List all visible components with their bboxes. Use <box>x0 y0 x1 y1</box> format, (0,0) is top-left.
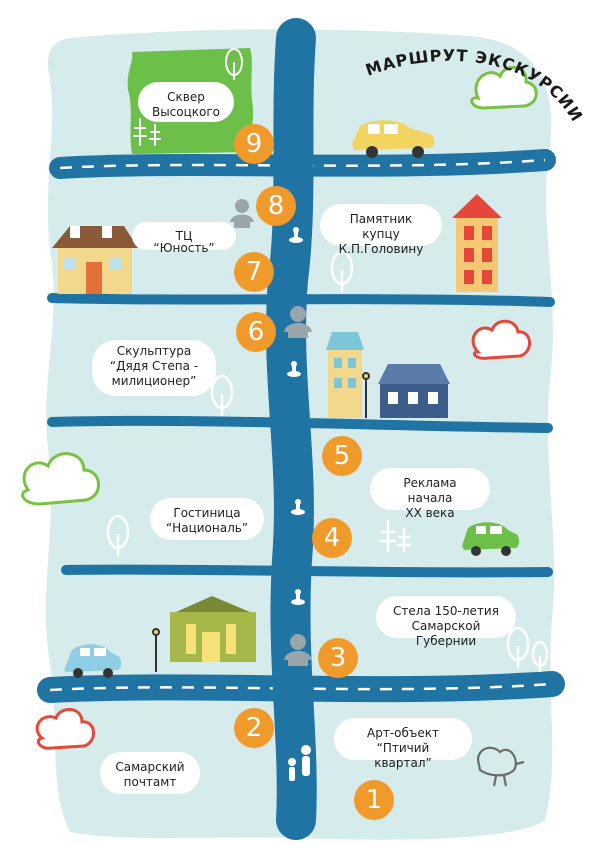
tree-icon <box>506 626 530 668</box>
fountain-icon <box>291 499 305 515</box>
stop-marker-4[interactable]: 4 <box>312 518 352 558</box>
tree-icon <box>397 528 411 552</box>
map-title: МАРШРУТ ЭКСКУРСИИ <box>363 46 587 125</box>
tree-icon <box>330 250 354 292</box>
car-icon <box>462 522 519 556</box>
svg-text:МАРШРУТ ЭКСКУРСИИ: МАРШРУТ ЭКСКУРСИИ <box>363 46 587 125</box>
stop-4-label: Гостиница“Националь” <box>150 498 264 540</box>
tree-icon <box>380 520 396 552</box>
fountain-icon <box>287 361 301 377</box>
tree-icon <box>210 374 234 416</box>
stop-marker-2[interactable]: 2 <box>234 708 274 748</box>
tree-icon <box>149 124 161 146</box>
house-icon <box>170 596 256 662</box>
tree-icon <box>531 640 549 672</box>
tree-icon <box>225 48 243 80</box>
stop-marker-7[interactable]: 7 <box>234 252 274 292</box>
cloud-icon <box>471 319 531 360</box>
stop-7-label: ТЦ “Юность” <box>132 222 236 254</box>
house-icon <box>326 332 364 418</box>
street-lamp-icon <box>152 628 160 672</box>
park-trees <box>133 48 243 146</box>
stop-marker-5[interactable]: 5 <box>322 436 362 476</box>
cloud-icon <box>470 66 538 110</box>
stop-marker-6[interactable]: 6 <box>236 312 276 352</box>
house-icon <box>452 194 502 292</box>
cloud-icon <box>21 452 100 506</box>
stop-1-label: Арт-объект“Птичий квартал” <box>334 718 472 770</box>
bust-monument-icon <box>284 306 312 338</box>
bust-monument-icon <box>230 199 254 228</box>
stop-6-label: Скульптура“Дядя Степа -милиционер” <box>92 340 216 396</box>
house-icon <box>52 226 138 294</box>
stop-marker-3[interactable]: 3 <box>318 638 358 678</box>
house-icon <box>378 364 450 418</box>
pedestrians-icon <box>288 745 311 781</box>
car-icon <box>352 120 435 158</box>
stop-marker-9[interactable]: 9 <box>234 124 274 164</box>
stop-marker-1[interactable]: 1 <box>354 780 394 820</box>
fountain-icon <box>291 589 305 605</box>
roadside-trees <box>106 250 549 672</box>
cloud-icon <box>35 708 95 750</box>
stop-marker-8[interactable]: 8 <box>256 186 296 226</box>
main-avenue <box>266 18 317 840</box>
street-lamp-icon <box>362 372 370 418</box>
tree-icon <box>133 118 147 146</box>
fountain-icon <box>289 227 303 243</box>
bust-monument-icon <box>284 634 312 666</box>
tree-icon <box>106 514 130 556</box>
car-icon <box>64 644 121 678</box>
bird-icon <box>476 746 525 787</box>
